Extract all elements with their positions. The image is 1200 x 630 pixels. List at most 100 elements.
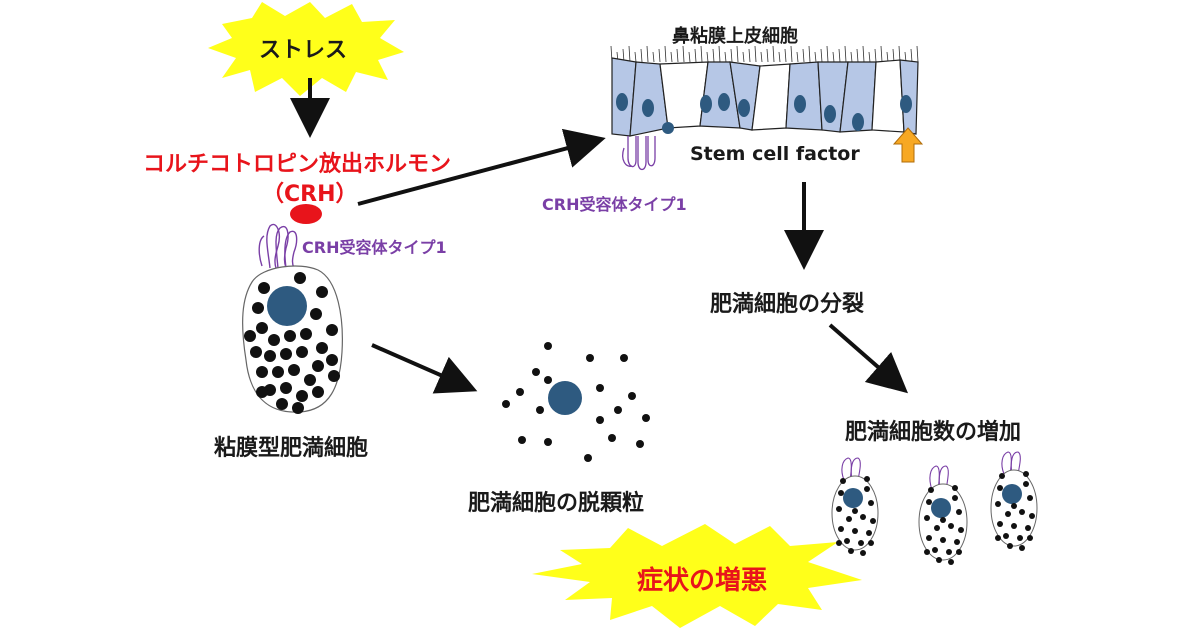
granule bbox=[926, 499, 932, 505]
released-granule bbox=[596, 416, 604, 424]
cilium bbox=[736, 45, 739, 63]
stem-cell-factor-label: Stem cell factor bbox=[690, 143, 860, 165]
cilium bbox=[688, 51, 691, 63]
granule bbox=[1005, 511, 1011, 517]
granule bbox=[838, 490, 844, 496]
cilium bbox=[658, 48, 661, 63]
released-granule bbox=[544, 376, 552, 384]
released-granule bbox=[628, 392, 636, 400]
mast-cell-small-1 bbox=[831, 457, 879, 556]
cilium bbox=[718, 45, 721, 63]
cilium bbox=[766, 48, 769, 63]
granule bbox=[852, 508, 858, 514]
granule bbox=[928, 487, 934, 493]
cilium bbox=[784, 48, 787, 63]
epithelium-label: 鼻粘膜上皮細胞 bbox=[672, 26, 798, 47]
cilium bbox=[754, 45, 757, 63]
granule bbox=[952, 495, 958, 501]
cilium bbox=[892, 48, 895, 63]
granule bbox=[256, 386, 268, 398]
cilium bbox=[850, 51, 853, 63]
cilium bbox=[646, 45, 649, 63]
granule bbox=[256, 366, 268, 378]
granule bbox=[284, 330, 296, 342]
granule bbox=[995, 535, 1001, 541]
degranulation-label: 肥満細胞の脱顆粒 bbox=[468, 491, 645, 516]
granule bbox=[326, 354, 338, 366]
granule bbox=[995, 501, 1001, 507]
cilium bbox=[724, 51, 727, 63]
granule bbox=[272, 366, 284, 378]
cilium bbox=[778, 51, 781, 63]
granule bbox=[940, 537, 946, 543]
cilium bbox=[832, 51, 835, 63]
granule bbox=[934, 525, 940, 531]
granule bbox=[1011, 503, 1017, 509]
granule bbox=[864, 476, 870, 482]
granule bbox=[952, 485, 958, 491]
cilium bbox=[820, 48, 823, 63]
granule bbox=[936, 557, 942, 563]
cilium bbox=[748, 48, 751, 63]
cilium bbox=[898, 45, 901, 63]
arrow-division-to-increase bbox=[828, 323, 909, 394]
arrow-cell-to-degranulation bbox=[371, 343, 478, 394]
stress-burst bbox=[208, 2, 404, 96]
released-granule bbox=[586, 354, 594, 362]
cilium bbox=[706, 51, 709, 63]
crh-molecule bbox=[290, 204, 322, 224]
granule bbox=[870, 518, 876, 524]
arrow-crh-to-epithelium bbox=[357, 128, 606, 206]
granule bbox=[326, 324, 338, 336]
granule bbox=[956, 509, 962, 515]
cilium bbox=[802, 48, 805, 63]
granule bbox=[940, 517, 946, 523]
granule bbox=[296, 390, 308, 402]
stress-label: ストレス bbox=[259, 38, 348, 63]
cilium bbox=[640, 48, 643, 63]
granule bbox=[838, 526, 844, 532]
cilium bbox=[916, 45, 919, 63]
cilium bbox=[808, 45, 811, 63]
crh-abbr-label: （CRH） bbox=[262, 182, 358, 207]
granule bbox=[268, 334, 280, 346]
cilium bbox=[634, 51, 637, 63]
mast-cell-small-3 bbox=[990, 451, 1038, 551]
released-granule bbox=[584, 454, 592, 462]
cilium bbox=[868, 51, 871, 63]
granule bbox=[300, 328, 312, 340]
granule bbox=[292, 402, 304, 414]
granule bbox=[316, 342, 328, 354]
granule bbox=[280, 382, 292, 394]
cilium bbox=[874, 48, 877, 63]
released-granule bbox=[636, 440, 644, 448]
degranulating-mast-cell bbox=[502, 342, 650, 462]
released-granule bbox=[536, 406, 544, 414]
granule bbox=[866, 530, 872, 536]
granule bbox=[1003, 533, 1009, 539]
granule bbox=[836, 506, 842, 512]
receptor-top-label: CRH受容体タイプ1 bbox=[542, 195, 687, 214]
increase-label: 肥満細胞数の増加 bbox=[845, 420, 1022, 445]
cilium bbox=[730, 48, 733, 63]
cilium bbox=[814, 51, 817, 63]
cilium bbox=[676, 48, 679, 63]
granule bbox=[328, 370, 340, 382]
granule bbox=[852, 528, 858, 534]
released-granule bbox=[544, 342, 552, 350]
nasal-epithelium bbox=[610, 45, 919, 137]
granule bbox=[1007, 543, 1013, 549]
cilium bbox=[886, 51, 889, 63]
receptor-left-label: CRH受容体タイプ1 bbox=[302, 238, 447, 257]
granule bbox=[276, 398, 288, 410]
granule bbox=[860, 514, 866, 520]
granule bbox=[1027, 535, 1033, 541]
cilium bbox=[682, 45, 685, 63]
granule bbox=[860, 550, 866, 556]
granule bbox=[244, 330, 256, 342]
granule bbox=[252, 302, 264, 314]
granule bbox=[280, 348, 292, 360]
cilium bbox=[772, 45, 775, 63]
granule bbox=[1025, 525, 1031, 531]
granule bbox=[844, 538, 850, 544]
